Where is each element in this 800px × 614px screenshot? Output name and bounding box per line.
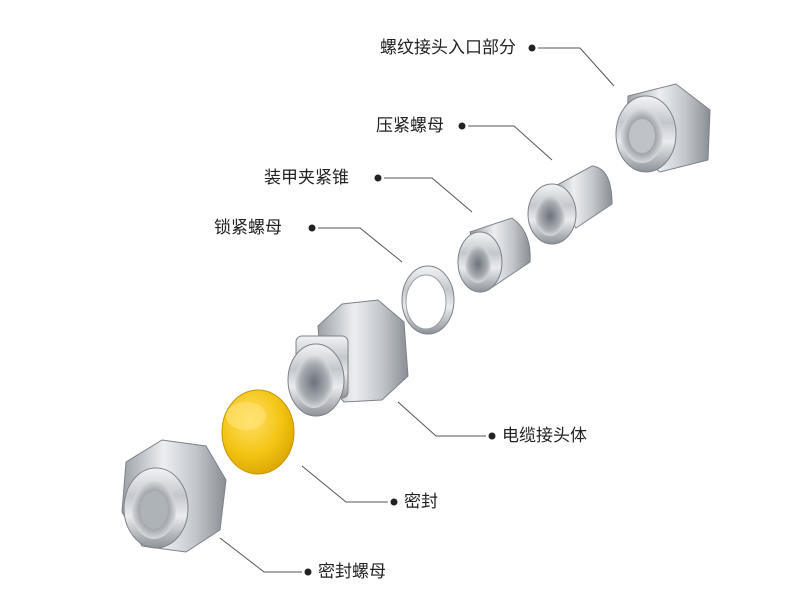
part-gland-body	[287, 299, 409, 417]
dot-gland-body	[488, 432, 496, 440]
label-thread-entry: 螺纹接头入口部分	[380, 38, 516, 58]
leader-seal	[301, 465, 388, 503]
label-armor-cone: 装甲夹紧锥	[264, 168, 349, 188]
leader-compression-nut	[468, 125, 553, 161]
dot-seal-nut	[304, 568, 312, 576]
dot-seal	[390, 498, 398, 506]
label-lock-nut: 锁紧螺母	[214, 218, 282, 238]
leader-thread-entry	[538, 47, 615, 87]
leader-armor-cone	[384, 177, 473, 213]
part-thread-entry	[615, 83, 711, 173]
part-seal	[221, 389, 295, 475]
part-seal-nut	[121, 439, 227, 553]
leader-lock-nut	[318, 227, 403, 263]
label-gland-body: 电缆接头体	[502, 426, 587, 446]
leader-dots	[304, 44, 536, 576]
dot-thread-entry	[528, 44, 536, 52]
label-seal-nut: 密封螺母	[318, 562, 386, 582]
leader-gland-body	[397, 401, 486, 437]
part-lock-nut	[401, 265, 455, 335]
dot-armor-cone	[374, 174, 382, 182]
dot-compression-nut	[458, 122, 466, 130]
part-compression-nut	[527, 165, 613, 245]
part-armor-cone	[457, 217, 531, 293]
leader-seal-nut	[219, 537, 302, 573]
leader-lines	[219, 47, 615, 573]
dot-lock-nut	[308, 224, 316, 232]
label-seal: 密封	[404, 492, 438, 512]
label-compression-nut: 压紧螺母	[376, 116, 444, 136]
